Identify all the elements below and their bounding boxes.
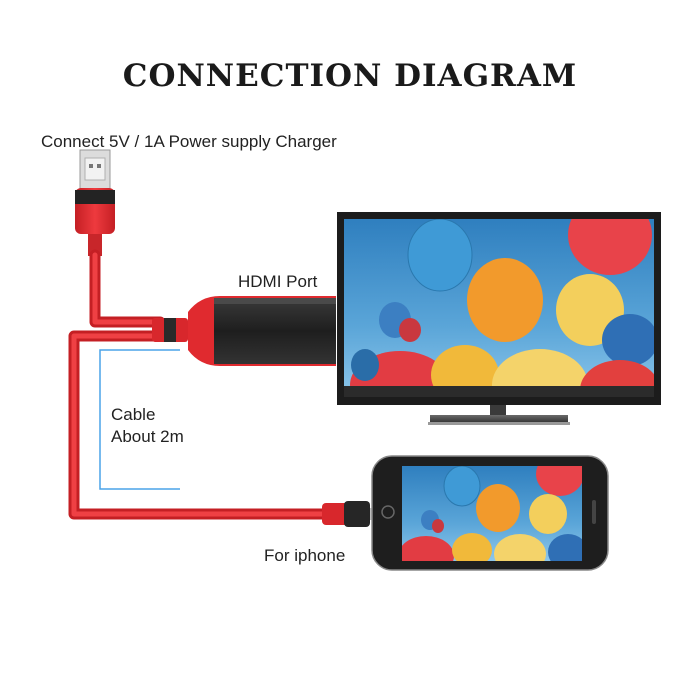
tv-monitor: [337, 195, 661, 425]
hdmi-connector: [152, 296, 336, 366]
cables: [74, 255, 340, 514]
usb-plug: [75, 150, 115, 256]
iphone: [372, 452, 608, 576]
cable-length-bracket: [100, 350, 180, 489]
lightning-connector: [322, 501, 378, 527]
